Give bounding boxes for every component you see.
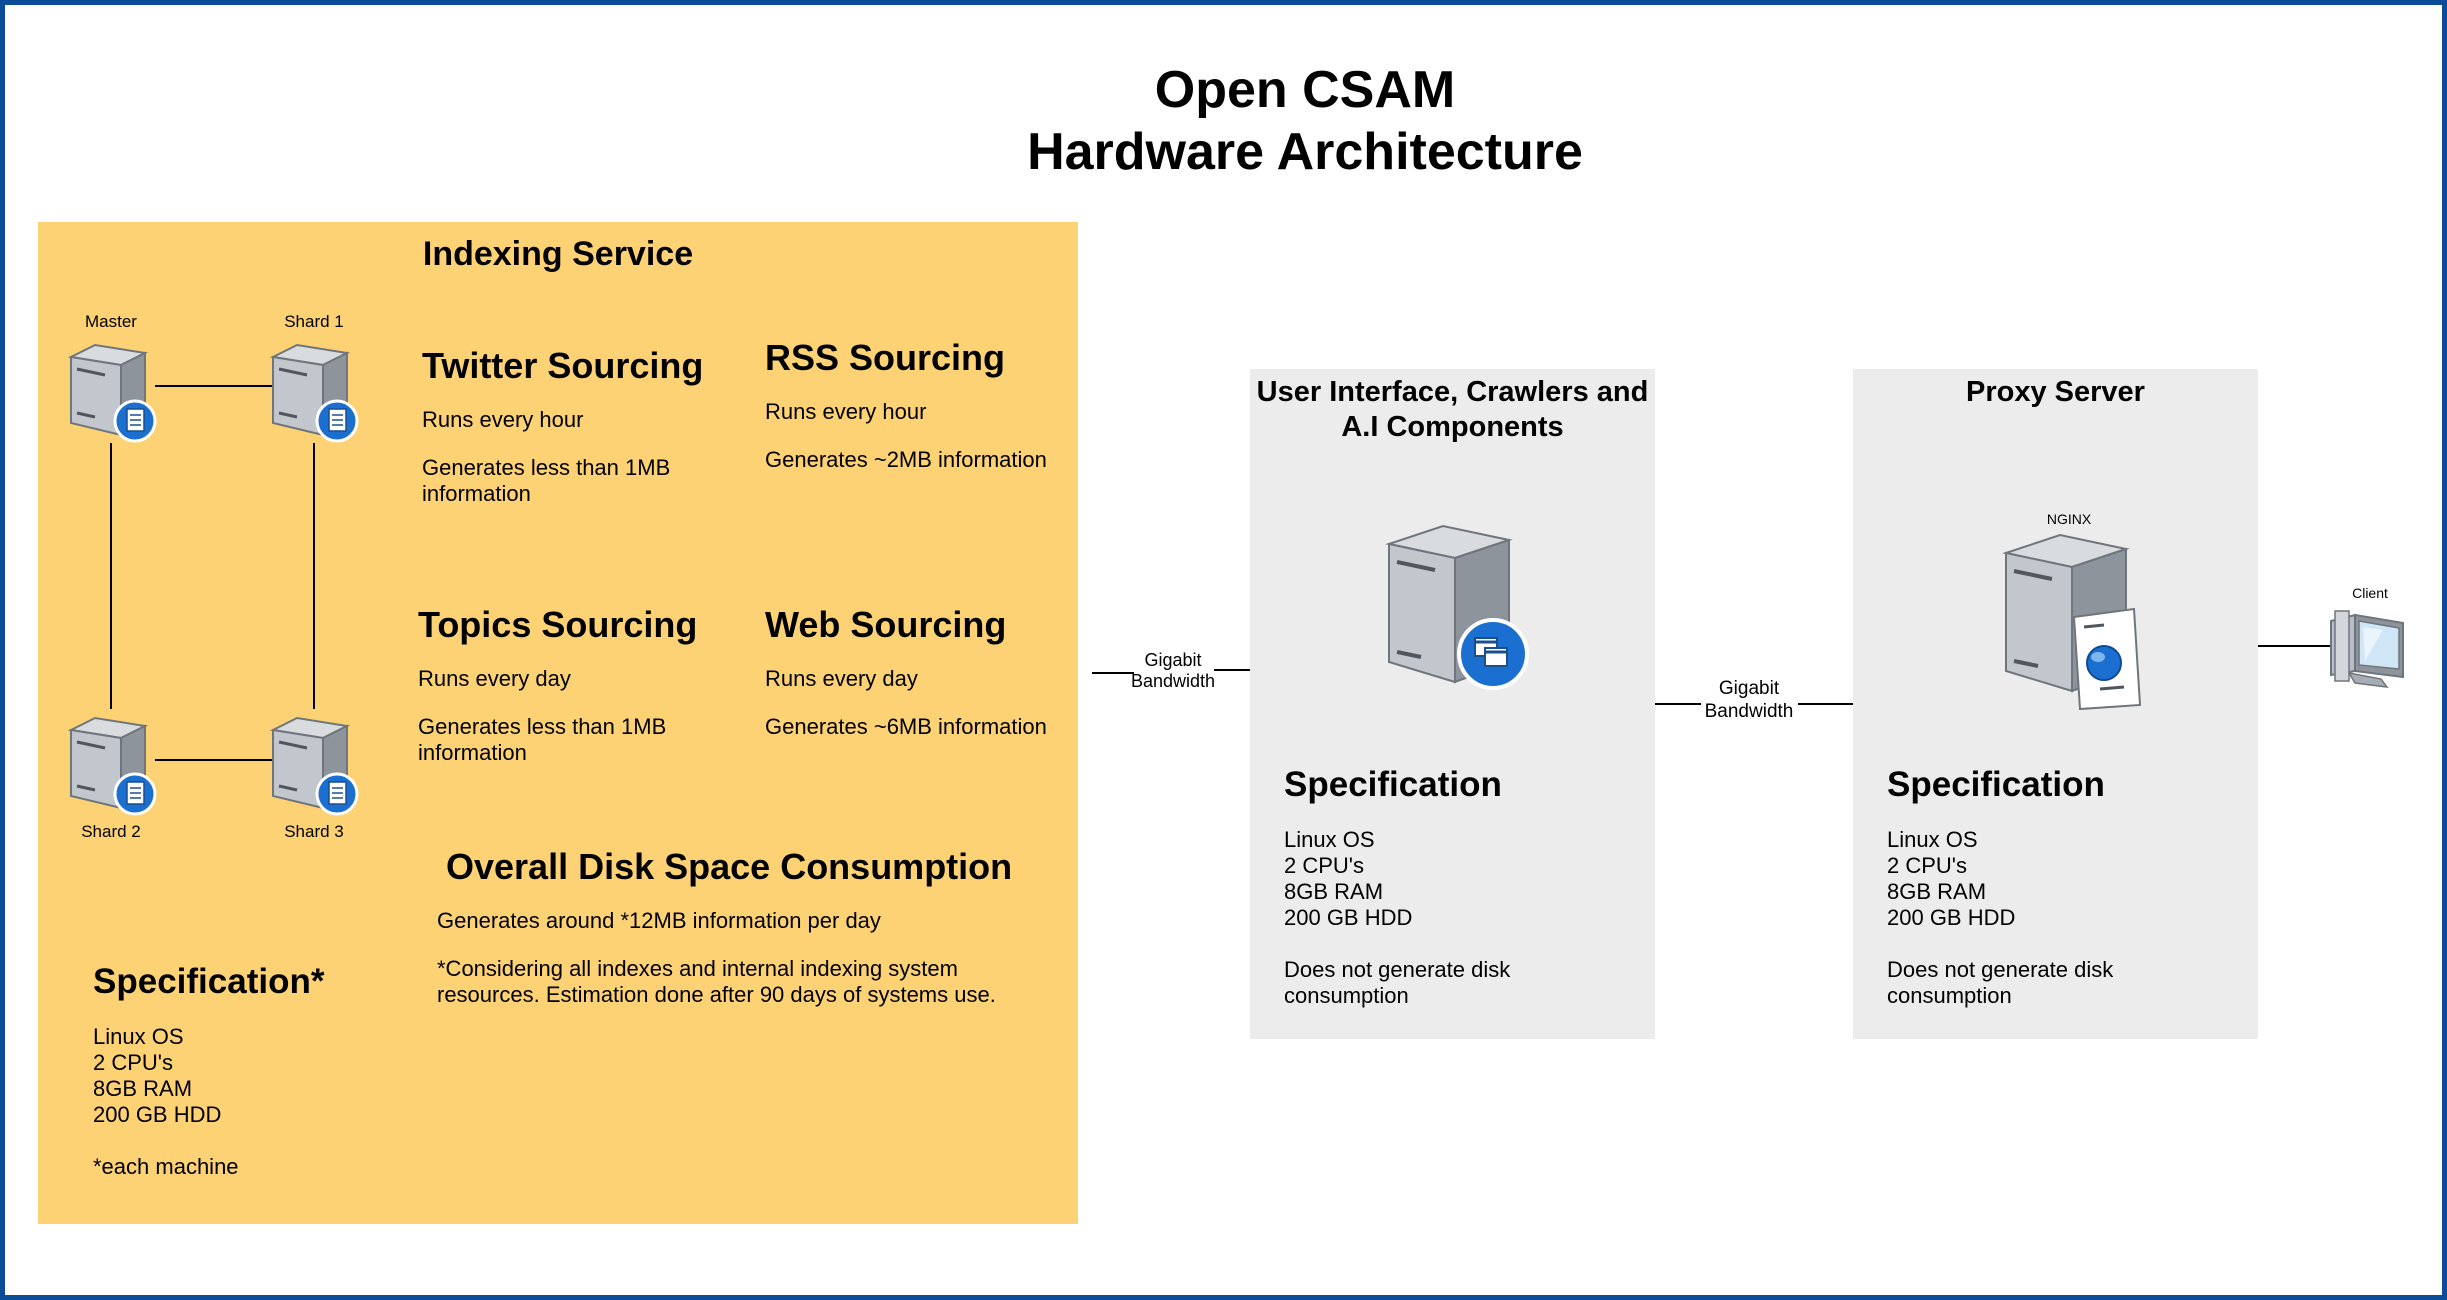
twitter-sourcing-block: Twitter Sourcing Runs every hour Generat… <box>422 345 722 507</box>
proxy-server-node <box>2000 529 2150 714</box>
topics-sourcing-size: Generates less than 1MB information <box>418 714 667 765</box>
diagram-title: Open CSAM Hardware Architecture <box>5 59 2447 183</box>
node-label-master: Master <box>85 312 137 331</box>
shard3-server-node <box>267 708 363 818</box>
twitter-sourcing-size: Generates less than 1MB information <box>422 455 671 506</box>
indexing-spec-ram: 8GB RAM <box>93 1076 193 1101</box>
topics-sourcing-title: Topics Sourcing <box>418 604 698 645</box>
ui-server-spec-note: Does not generate disk consumption <box>1284 957 1511 1008</box>
proxy-spec-hdd: 200 GB HDD <box>1887 905 2016 930</box>
web-sourcing-title: Web Sourcing <box>765 604 1007 645</box>
connector-shard2-shard3 <box>155 759 273 761</box>
rss-sourcing-frequency: Runs every hour <box>765 399 927 424</box>
title-line-1: Open CSAM <box>1154 61 1456 119</box>
proxy-server-panel <box>1853 369 2258 1039</box>
node-label-shard2: Shard 2 <box>81 822 141 841</box>
disk-consumption-title: Overall Disk Space Consumption <box>446 846 1013 887</box>
indexing-spec-title: Specification* <box>93 962 325 1001</box>
ui-server-spec-ram: 8GB RAM <box>1284 879 1384 904</box>
master-server-node <box>65 335 161 445</box>
node-label-shard3: Shard 3 <box>284 822 344 841</box>
title-line-2: Hardware Architecture <box>1027 123 1583 181</box>
proxy-server-title: Proxy Server <box>1966 376 2145 408</box>
indexing-spec-cpu: 2 CPU's <box>93 1050 173 1075</box>
twitter-sourcing-title: Twitter Sourcing <box>422 345 704 386</box>
twitter-sourcing-frequency: Runs every hour <box>422 407 584 432</box>
proxy-spec-ram: 8GB RAM <box>1887 879 1987 904</box>
link-proxy-client <box>2258 645 2330 647</box>
server-web-icon <box>2002 533 2142 711</box>
disk-consumption-note: *Considering all indexes and internal in… <box>437 956 996 1007</box>
client-computer-icon <box>2330 610 2404 688</box>
disk-consumption-daily: Generates around *12MB information per d… <box>437 908 881 933</box>
server-windows-icon <box>1385 524 1529 690</box>
web-sourcing-size: Generates ~6MB information <box>765 714 1047 739</box>
ui-server-node <box>1383 520 1533 695</box>
proxy-spec-block: Specification Linux OS 2 CPU's 8GB RAM 2… <box>1887 765 2227 1009</box>
indexing-spec-note: *each machine <box>93 1154 239 1179</box>
indexing-service-title: Indexing Service <box>422 235 694 273</box>
indexing-spec-os: Linux OS <box>93 1024 184 1049</box>
proxy-nginx-label: NGINX <box>2046 511 2092 527</box>
ui-server-spec-cpu: 2 CPU's <box>1284 853 1364 878</box>
ui-server-title: User Interface, Crawlers and A.I Compone… <box>1256 376 1649 443</box>
ui-server-panel <box>1250 369 1655 1039</box>
proxy-spec-title: Specification <box>1887 765 2105 804</box>
client-label: Client <box>2352 585 2388 601</box>
topics-sourcing-block: Topics Sourcing Runs every day Generates… <box>418 604 718 766</box>
server-document-icon <box>269 343 359 443</box>
proxy-spec-note: Does not generate disk consumption <box>1887 957 2114 1008</box>
indexing-spec-hdd: 200 GB HDD <box>93 1102 222 1127</box>
indexing-spec-block: Specification* Linux OS 2 CPU's 8GB RAM … <box>93 962 393 1180</box>
node-label-shard1: Shard 1 <box>284 312 344 331</box>
link-ui-proxy-right <box>1798 703 1853 705</box>
ui-server-spec-block: Specification Linux OS 2 CPU's 8GB RAM 2… <box>1284 765 1624 1009</box>
connector-shard1-shard3 <box>313 443 315 709</box>
ui-server-spec-os: Linux OS <box>1284 827 1375 852</box>
proxy-spec-cpu: 2 CPU's <box>1887 853 1967 878</box>
link-indexing-ui-right <box>1214 669 1250 671</box>
link-indexing-ui-left <box>1092 672 1134 674</box>
link-label-2: Gigabit Bandwidth <box>1704 678 1794 722</box>
rss-sourcing-title: RSS Sourcing <box>765 337 1006 378</box>
proxy-spec-os: Linux OS <box>1887 827 1978 852</box>
server-document-icon <box>269 716 359 816</box>
rss-sourcing-block: RSS Sourcing Runs every hour Generates ~… <box>765 337 1065 473</box>
rss-sourcing-size: Generates ~2MB information <box>765 447 1047 472</box>
link-label-1: Gigabit Bandwidth <box>1130 650 1216 691</box>
disk-consumption-block: Overall Disk Space Consumption Generates… <box>437 846 1037 1008</box>
ui-server-spec-hdd: 200 GB HDD <box>1284 905 1413 930</box>
connector-master-shard1 <box>155 385 273 387</box>
ui-server-spec-title: Specification <box>1284 765 1502 804</box>
link-ui-proxy-left <box>1655 703 1701 705</box>
connector-master-shard2 <box>110 443 112 709</box>
topics-sourcing-frequency: Runs every day <box>418 666 571 691</box>
server-document-icon <box>67 716 157 816</box>
shard1-server-node <box>267 335 363 445</box>
indexing-service-panel <box>38 222 1078 1224</box>
client-node <box>2325 603 2415 689</box>
server-document-icon <box>67 343 157 443</box>
web-sourcing-frequency: Runs every day <box>765 666 918 691</box>
shard2-server-node <box>65 708 161 818</box>
web-sourcing-block: Web Sourcing Runs every day Generates ~6… <box>765 604 1065 740</box>
